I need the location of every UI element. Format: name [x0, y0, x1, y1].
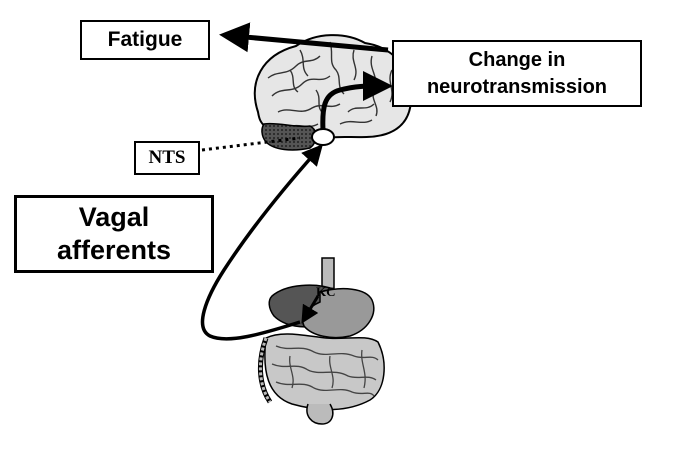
vagal-afferents-box: Vagal afferents	[14, 195, 214, 273]
change-in-neurotransmission-box: Change in neurotransmission	[392, 40, 642, 107]
arrow-nts-to-change	[320, 71, 393, 131]
nts-label: NTS	[148, 147, 186, 168]
kc-pointer-arrow	[301, 295, 320, 324]
kc-label: KC	[316, 284, 336, 299]
gut-icon	[257, 257, 385, 425]
change-label-line1: Change in	[468, 48, 566, 71]
nts-dotted-connector	[201, 136, 301, 152]
vagal-label-line1: Vagal	[78, 202, 150, 232]
fatigue-box: Fatigue	[80, 20, 210, 60]
arrow-to-fatigue	[219, 22, 389, 53]
change-label-line2: neurotransmission	[426, 75, 608, 98]
nts-nucleus-marker	[311, 128, 335, 146]
brain-icon	[253, 34, 413, 151]
vagal-label-line2: afferents	[56, 235, 172, 265]
nts-box: NTS	[134, 141, 200, 175]
vagal-afferent-path	[200, 144, 323, 341]
fatigue-label: Fatigue	[107, 28, 183, 51]
